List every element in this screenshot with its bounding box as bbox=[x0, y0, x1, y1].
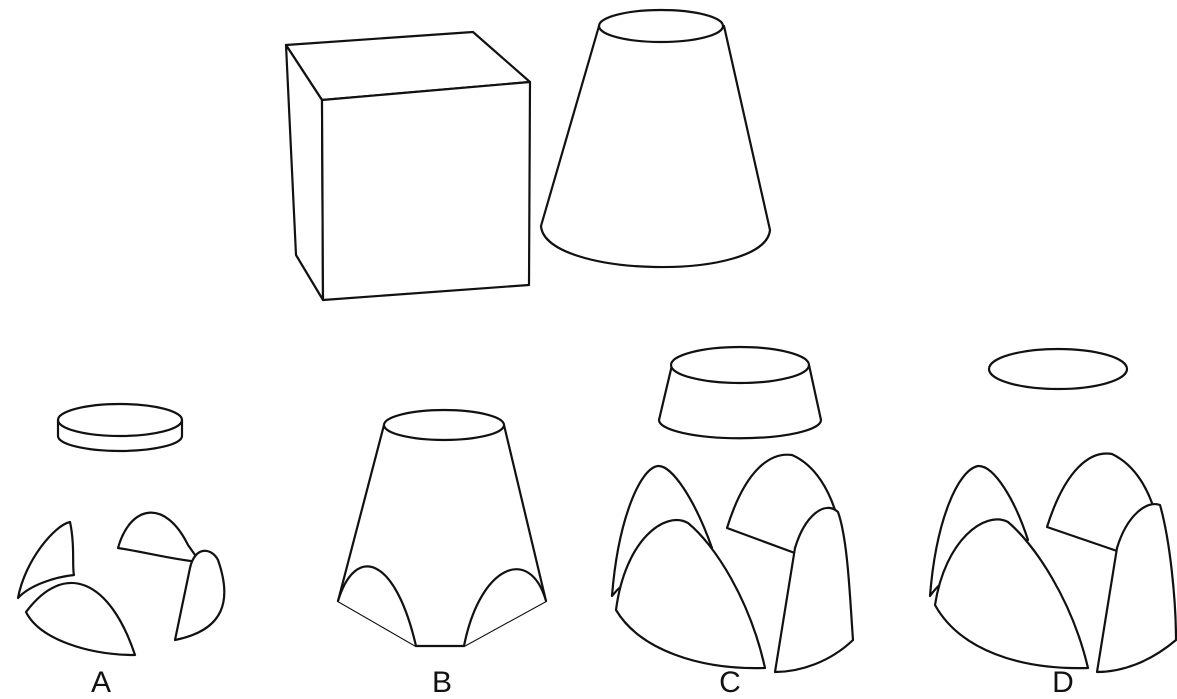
option-c: C bbox=[612, 347, 853, 699]
frustum-body bbox=[541, 26, 770, 267]
option-d: D bbox=[930, 349, 1176, 699]
option-a-piece-front-right bbox=[175, 551, 224, 640]
option-a: A bbox=[18, 404, 224, 699]
option-a-piece-front-left bbox=[26, 583, 135, 655]
option-c-label: C bbox=[719, 666, 741, 699]
option-d-cap bbox=[989, 349, 1127, 389]
option-b-top-ellipse bbox=[384, 410, 504, 440]
option-a-label: A bbox=[91, 666, 111, 699]
option-d-label: D bbox=[1052, 666, 1074, 699]
option-b-label: B bbox=[432, 666, 452, 699]
option-c-cap-top bbox=[671, 347, 809, 383]
option-a-cap-top bbox=[58, 404, 182, 436]
frustum bbox=[541, 10, 770, 267]
option-b: B bbox=[338, 410, 546, 699]
cube-front-face bbox=[322, 82, 530, 300]
option-a-piece-back-right bbox=[118, 513, 200, 562]
frustum-top-ellipse bbox=[599, 10, 723, 42]
cube bbox=[286, 32, 530, 300]
